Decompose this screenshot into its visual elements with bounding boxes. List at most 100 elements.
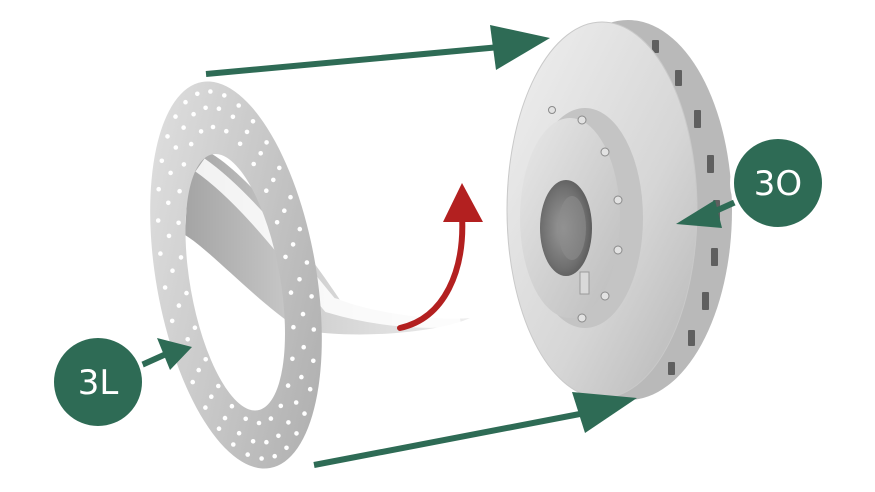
shim-hole [188,141,194,147]
shim-hole [291,324,296,330]
arrow-top [205,25,550,77]
callout-3O: 3O [676,135,826,231]
shim-hole [286,420,291,425]
shim-hole [173,114,178,119]
shim-hole [183,99,188,105]
shim-folded-flap [185,145,470,335]
shim-hole [210,124,216,130]
shim-hole [181,125,186,130]
shim-hole [299,374,304,380]
shim-hole [195,91,200,97]
shim-hole [256,420,262,426]
shim-hole [155,218,161,223]
shim-hole [311,327,317,332]
arrow-bottom [313,392,637,468]
shim-hole [311,358,316,364]
shim-hole [250,119,256,124]
shim-ring [150,81,322,469]
shim-hole [178,255,184,260]
shim-hole [290,242,296,247]
disc-keyway [579,271,590,295]
shim-perforations [155,89,317,461]
shim-hole [168,170,173,176]
shim-hole [297,277,302,282]
shim-hole [264,439,269,445]
disc-vent-slots [652,40,720,375]
shim-hole [297,226,303,232]
shim-hole [258,151,264,156]
shim-hole [192,325,198,331]
shim-hole [278,403,284,409]
shim-hole [250,439,256,444]
shim-hole [302,411,307,416]
shim-hole [209,394,214,400]
shim-hole [229,403,235,409]
shim-hole [165,134,170,139]
shim-hole [245,452,250,457]
shim-hole [276,433,281,439]
shim-hole [236,430,242,436]
shim-hole [288,194,293,200]
shim-hole [158,251,163,256]
shim-hole [181,162,187,167]
shim-hole [309,294,314,299]
shim-hole [216,106,222,111]
shim-hole [230,114,236,120]
shim-hole [173,145,179,150]
shim-hole [166,233,172,239]
shim-hole [294,431,299,436]
badge-3L-label: 3L [78,363,119,403]
shim-hole [264,188,269,193]
shim-hole [176,303,182,308]
shim-hole [231,442,236,447]
shim-hole [301,344,307,350]
shim-hole [156,186,161,192]
badge-3O-icon [730,135,826,231]
shim-hole [203,357,208,362]
shim-hole [271,177,276,183]
shim-hole [272,453,278,459]
shim-hole [282,208,287,213]
shim-hole [198,129,204,134]
shim-hole [184,290,189,296]
shim-hole [290,356,295,362]
callout-3L: 3L [50,334,192,430]
shim-hole [222,415,228,421]
shim-hole [283,254,288,260]
shim-hole [251,161,256,167]
shim-hole [307,386,313,392]
shim-hole [268,416,274,421]
shim-hole [277,165,282,171]
arrow-rotate [397,183,483,331]
shim-hole [222,93,227,98]
shim-hole [216,426,222,432]
shim-hole [236,103,241,108]
shim-hole [216,383,221,389]
shim-hole [169,318,175,324]
shim-hole [203,105,208,111]
shim-hole [190,379,195,385]
shim-hole [304,260,310,265]
shim-hole [243,416,248,422]
shim-hole [293,400,299,405]
shim-hole [208,89,213,94]
disc-bolts [548,106,623,323]
shim-hole [162,285,168,290]
shim-hole [224,128,229,134]
shim-hole [170,268,175,274]
shim-hole [185,337,190,342]
shim-hole [203,405,208,410]
shim-hole [274,220,280,225]
shim-hole [264,140,269,145]
shim-hole [176,220,181,226]
badge-3L-icon [50,334,146,430]
shim-hole [159,158,165,164]
shim-hole [259,456,264,461]
shim-hole [191,111,196,117]
shim-hole [177,188,182,194]
shim-illustration [150,81,470,469]
shim-hole [166,200,171,206]
shim-hole [196,367,201,373]
brake-disc-illustration [506,20,732,400]
